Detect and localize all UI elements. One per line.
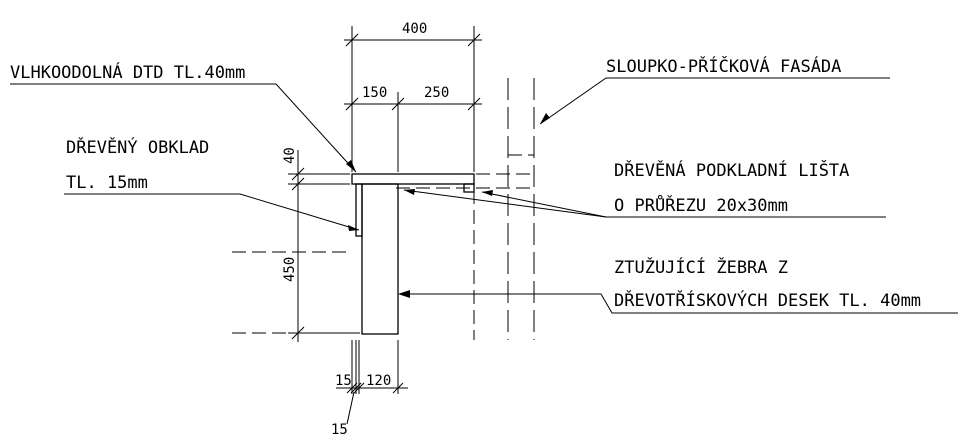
leader-arrowheads [346, 113, 550, 298]
label-batten-line2: O PRŮŘEZU 20x30mm [614, 194, 788, 216]
dim-bottom: 15 120 15 [331, 340, 408, 435]
label-board: VLHKOODOLNÁ DTD TL.40mm [10, 61, 245, 83]
dim-rib-width-label: 120 [366, 373, 391, 389]
stiffening-rib [361, 183, 399, 335]
label-batten-line1: DŘEVĚNÁ PODKLADNÍ LIŠTA [614, 159, 849, 181]
dim-board-thickness-label: 40 [282, 147, 298, 164]
sill-assembly [351, 173, 475, 335]
leader-lines [10, 77, 958, 314]
dim-left-width-label: 150 [362, 85, 387, 101]
dim-height-label: 450 [282, 257, 298, 282]
label-rib-line1: ZTUŽUJÍCÍ ŽEBRA Z [614, 256, 788, 278]
dim-height: 450 [282, 180, 360, 342]
label-cladding-line1: DŘEVĚNÝ OBKLAD [66, 136, 209, 158]
dim-cladding-callout-label: 15 [331, 422, 348, 435]
wood-cladding [355, 183, 363, 237]
label-facade: SLOUPKO-PŘÍČKOVÁ FASÁDA [606, 55, 841, 77]
label-rib-line2: DŘEVOTŘÍSKOVÝCH DESEK TL. 40mm [614, 289, 921, 311]
dim-cladding-thickness-label: 15 [335, 373, 352, 389]
moisture-resistant-board [351, 173, 475, 185]
label-cladding-line2: TL. 15mm [66, 173, 148, 193]
dim-total-width: 400 [344, 21, 482, 172]
dim-right-width-label: 250 [424, 85, 449, 101]
facade-dashed-lines [232, 78, 535, 340]
wood-batten [463, 183, 475, 193]
dim-total-width-label: 400 [402, 21, 427, 37]
dim-partial-widths: 150 250 [344, 85, 482, 172]
